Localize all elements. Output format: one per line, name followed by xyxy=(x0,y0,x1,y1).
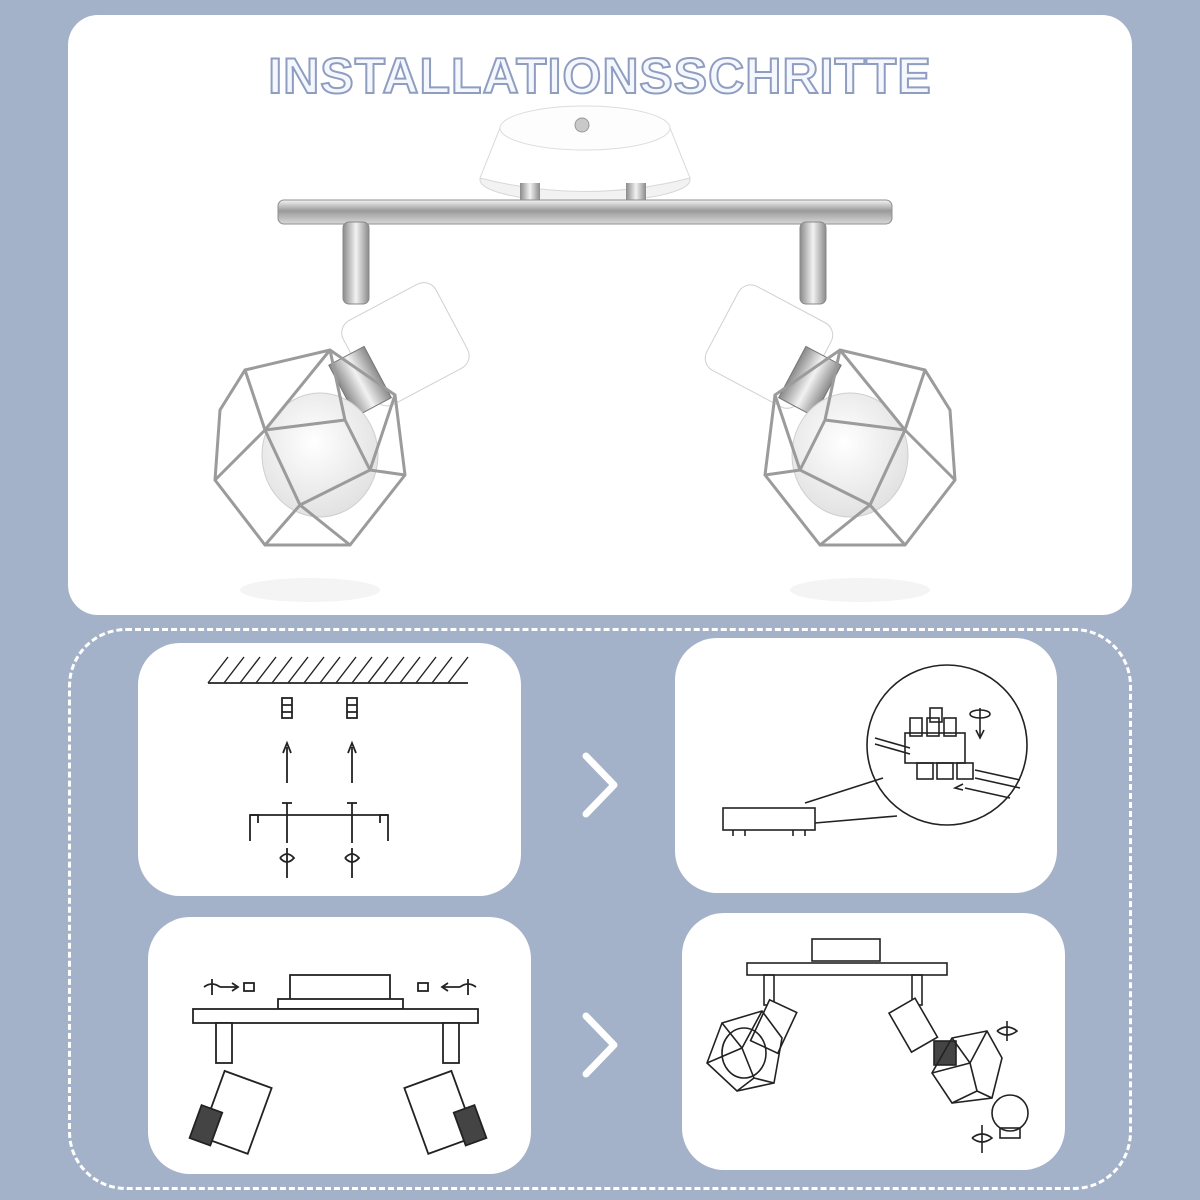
ceiling-spotlight-product-image xyxy=(213,105,957,602)
chevron-right-icon xyxy=(582,1012,618,1078)
chevron-right-icon xyxy=(582,752,618,818)
page-title: INSTALLATIONSSCHRITTE xyxy=(267,47,932,105)
wire-terminal-connection-diagram-icon xyxy=(722,664,1028,836)
fixture-attach-diagram-icon xyxy=(188,974,488,1155)
mounting-screws-diagram-icon xyxy=(207,656,469,878)
step-card-1 xyxy=(138,643,521,896)
steps-frame xyxy=(68,628,1132,1190)
product-hero-panel: INSTALLATIONSSCHRITTE xyxy=(68,15,1132,615)
step-card-2 xyxy=(675,638,1057,893)
bulb-and-cage-install-diagram-icon xyxy=(706,938,1029,1153)
step-card-4 xyxy=(682,913,1065,1170)
step-card-3 xyxy=(148,917,531,1174)
